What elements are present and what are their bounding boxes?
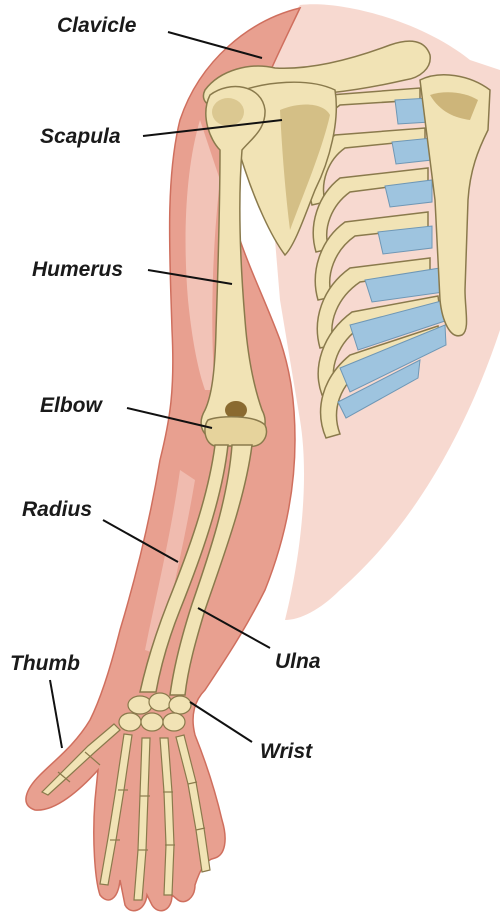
humerus-head-shadow xyxy=(212,98,244,126)
carpal xyxy=(169,696,191,714)
thumb-leader xyxy=(50,680,62,748)
carpal xyxy=(149,693,171,711)
label-scapula: Scapula xyxy=(40,125,121,148)
label-ulna: Ulna xyxy=(275,650,321,673)
carpal xyxy=(128,696,152,714)
label-thumb: Thumb xyxy=(10,652,80,675)
label-wrist: Wrist xyxy=(260,740,313,763)
carpal xyxy=(163,713,185,731)
carpal xyxy=(141,713,163,731)
elbow-joint xyxy=(205,417,267,446)
label-clavicle: Clavicle xyxy=(57,14,137,37)
carpal xyxy=(119,713,141,731)
wrist-leader xyxy=(190,702,252,742)
cartilage xyxy=(392,138,432,164)
label-radius: Radius xyxy=(22,498,92,521)
label-elbow: Elbow xyxy=(40,394,103,417)
label-humerus: Humerus xyxy=(32,258,123,281)
